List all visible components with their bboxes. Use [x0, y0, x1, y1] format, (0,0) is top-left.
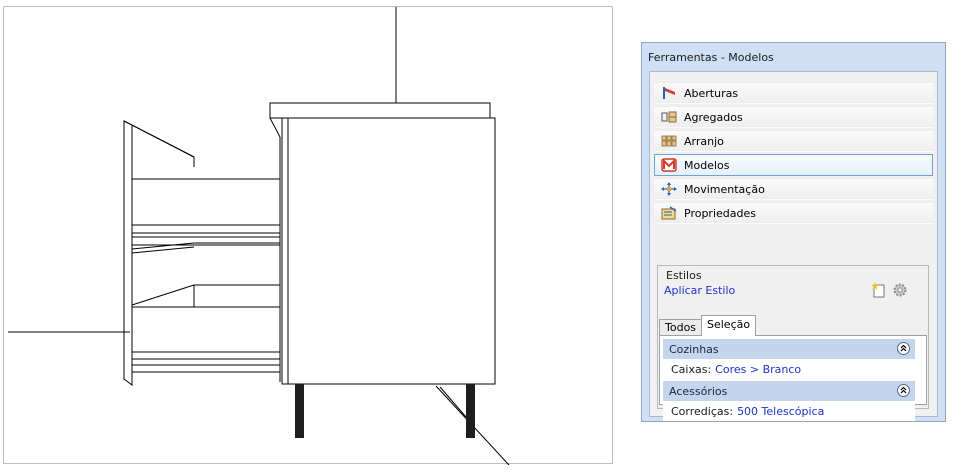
- aberturas-icon: [660, 85, 678, 101]
- collapse-icon[interactable]: [897, 384, 910, 397]
- row-value-link[interactable]: 500 Telescópica: [737, 404, 825, 418]
- command-label: Modelos: [684, 158, 730, 172]
- command-modelos[interactable]: Modelos: [654, 154, 933, 176]
- command-label: Arranjo: [684, 134, 724, 148]
- command-label: Movimentação: [684, 182, 765, 196]
- selection-panel: Cozinhas Caixas: Cores > Branco: [659, 335, 927, 421]
- command-label: Agregados: [684, 110, 743, 124]
- arranjo-icon: [660, 133, 678, 149]
- panel-title: Ferramentas - Modelos: [648, 51, 774, 64]
- command-propriedades[interactable]: Propriedades: [654, 202, 933, 224]
- row-key: Corrediças:: [671, 404, 734, 418]
- cabinet-drawing: [8, 7, 510, 465]
- command-list: Aberturas Agregados: [654, 82, 933, 226]
- cabinet-leg-right: [466, 384, 475, 438]
- command-movimentacao[interactable]: Movimentação: [654, 178, 933, 200]
- tab-selecao[interactable]: Seleção: [701, 315, 757, 336]
- collapse-icon[interactable]: [897, 342, 910, 355]
- new-style-icon[interactable]: [871, 282, 886, 301]
- styles-legend: Estilos: [666, 269, 702, 282]
- section-title: Acessórios: [669, 384, 728, 398]
- command-label: Propriedades: [684, 206, 756, 220]
- agregados-icon: [660, 109, 678, 125]
- 3d-viewport[interactable]: [3, 6, 613, 465]
- section-cozinhas: Cozinhas Caixas: Cores > Branco: [663, 339, 915, 379]
- drawer-front-side: [123, 120, 133, 386]
- apply-style-link[interactable]: Aplicar Estilo: [664, 284, 736, 297]
- command-label: Aberturas: [684, 86, 739, 100]
- propriedades-icon: [660, 205, 678, 221]
- tools-panel: Ferramentas - Modelos Aberturas: [641, 42, 946, 422]
- gear-icon[interactable]: [892, 282, 908, 301]
- section-row: Caixas: Cores > Branco: [663, 359, 915, 379]
- cabinet-leg-left: [295, 384, 304, 438]
- section-header[interactable]: Acessórios: [663, 381, 915, 401]
- command-agregados[interactable]: Agregados: [654, 106, 933, 128]
- command-aberturas[interactable]: Aberturas: [654, 82, 933, 104]
- section-title: Cozinhas: [669, 342, 719, 356]
- row-value-link[interactable]: Cores > Branco: [715, 362, 802, 376]
- tab-todos[interactable]: Todos: [659, 319, 703, 335]
- section-acessorios: Acessórios Corrediças: 500 Telescópica: [663, 381, 915, 421]
- section-header[interactable]: Cozinhas: [663, 339, 915, 359]
- styles-group: Estilos Aplicar Estilo Todos Seleção: [657, 265, 929, 421]
- movimentacao-icon: [660, 181, 678, 197]
- command-arranjo[interactable]: Arranjo: [654, 130, 933, 152]
- row-key: Caixas:: [671, 362, 712, 376]
- modelos-icon: [660, 157, 678, 173]
- panel-body: Aberturas Agregados: [649, 71, 938, 421]
- section-row: Corrediças: 500 Telescópica: [663, 401, 915, 421]
